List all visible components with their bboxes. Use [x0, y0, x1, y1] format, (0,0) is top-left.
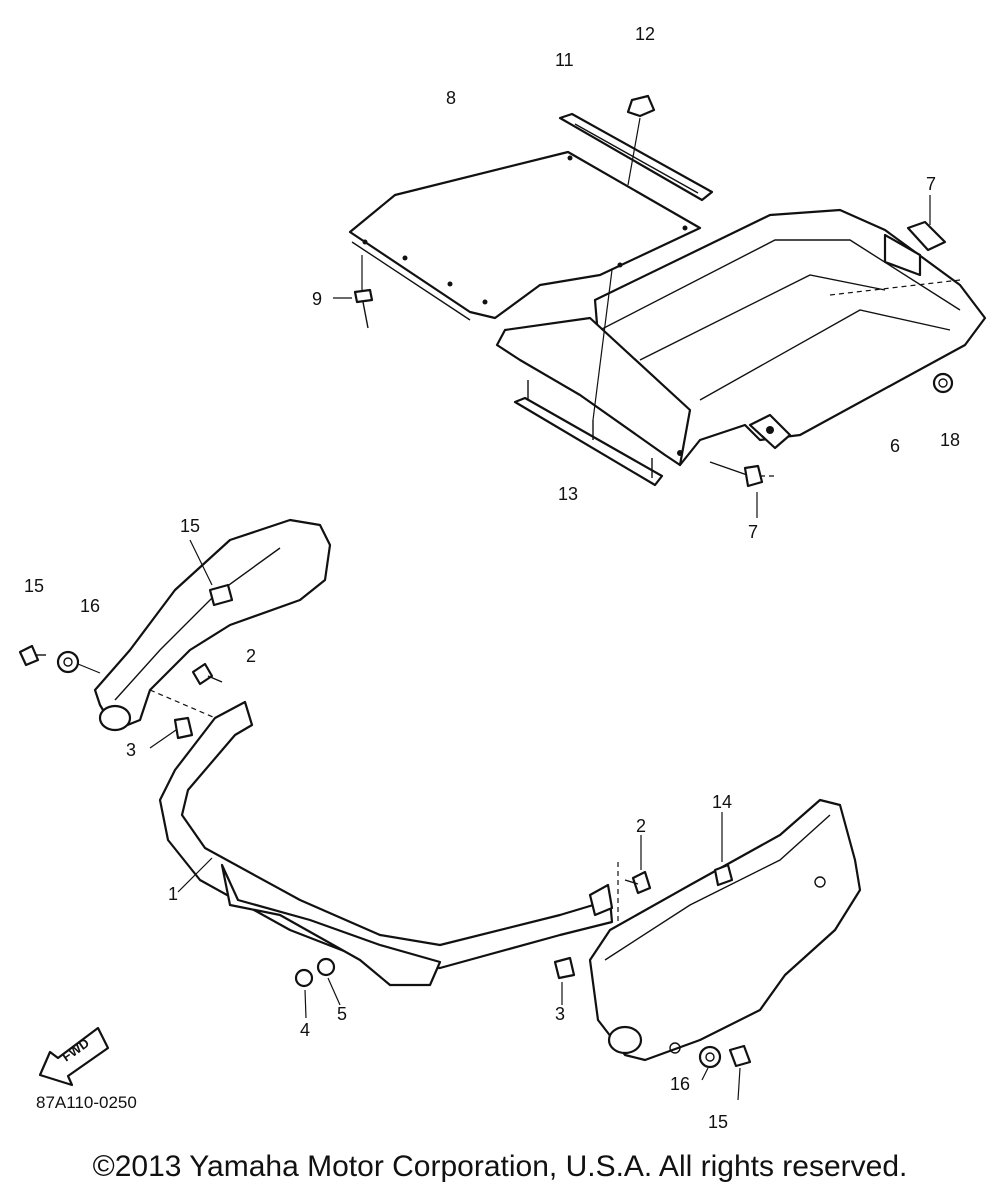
- callout-11: 12: [635, 24, 655, 44]
- callout-3-right: 3: [555, 1004, 565, 1024]
- part-6-cowling: [495, 208, 987, 467]
- callout-1: 1: [168, 884, 178, 904]
- callout-12: 13: [558, 484, 578, 504]
- part-1-frame-bar: [158, 700, 614, 987]
- callout-15-right: 15: [708, 1112, 728, 1132]
- callout-4: 4: [300, 1020, 310, 1040]
- part-2-3-right: [553, 835, 652, 1005]
- callout-18: 18: [940, 430, 960, 450]
- callout-16-right: 16: [670, 1074, 690, 1094]
- part-7-clip-top: [906, 195, 947, 252]
- part-10-strip: [558, 112, 714, 202]
- callout-2-right: 2: [636, 816, 646, 836]
- callout-16-left: 16: [80, 596, 100, 616]
- part-7-screw: [709, 461, 775, 518]
- callout-3-left: 3: [126, 740, 136, 760]
- callout-5: 5: [337, 1004, 347, 1024]
- part-9-rivet: [333, 255, 374, 329]
- callout-2-left: 2: [246, 646, 256, 666]
- part-14-side-cover: [93, 518, 332, 732]
- part-8-plate: [348, 150, 702, 321]
- part-11-nut: [626, 94, 656, 186]
- callout-10: 11: [555, 50, 574, 70]
- callout-15-left: 15: [24, 576, 44, 596]
- part-13-side-cover: [588, 798, 862, 1062]
- callout-14: 15: [180, 516, 200, 536]
- part-15-16-right: [698, 1044, 752, 1101]
- drawing-code: 87A110-0250: [36, 1093, 137, 1112]
- callout-7-bottom: 7: [748, 522, 758, 542]
- part-15-16-left: [18, 644, 101, 674]
- callout-8: 8: [446, 88, 456, 108]
- forward-arrow-icon: FWD: [38, 1026, 110, 1087]
- callout-7-top: 7: [926, 174, 936, 194]
- callout-9: 9: [312, 289, 322, 309]
- copyright-notice: ©2013 Yamaha Motor Corporation, U.S.A. A…: [92, 1150, 908, 1183]
- callout-13: 14: [712, 792, 732, 812]
- part-12-bracket: [513, 269, 664, 487]
- part-18-grommet: [932, 372, 954, 394]
- callout-6: 6: [890, 436, 900, 456]
- part-4-5-nuts: [294, 957, 341, 1019]
- part-2-3-left: [149, 662, 223, 749]
